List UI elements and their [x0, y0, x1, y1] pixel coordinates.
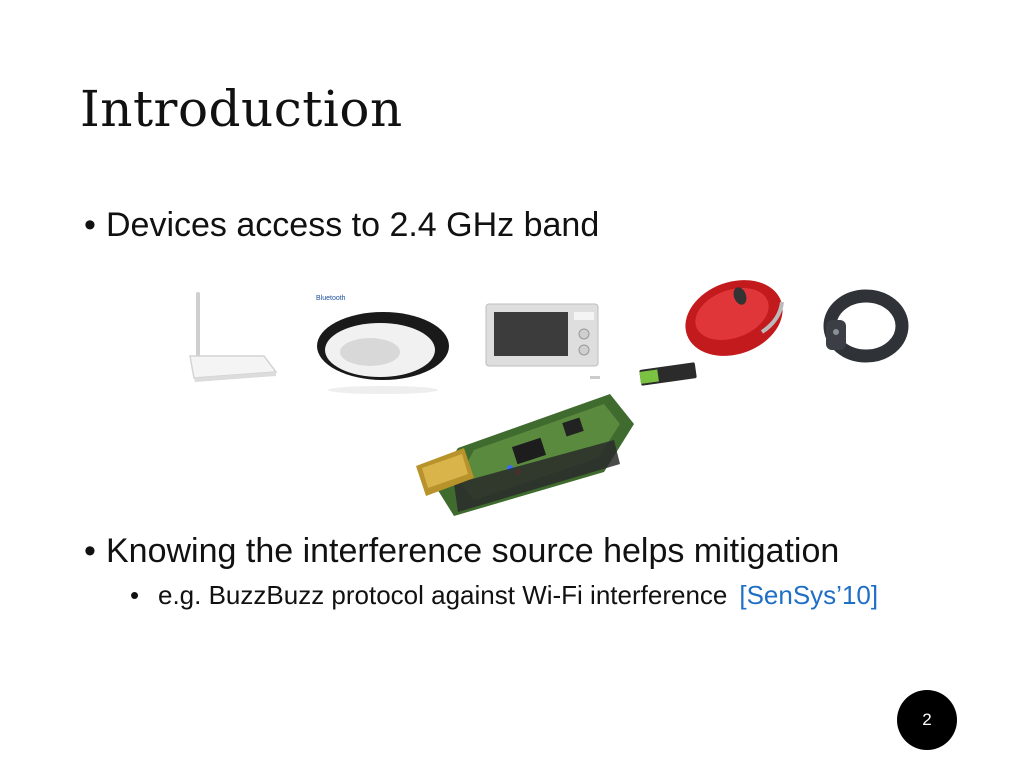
bullet-item: • Knowing the interference source helps m… — [84, 532, 839, 571]
bullet-dot: • — [84, 206, 96, 244]
bullet-text: Knowing the interference source helps mi… — [106, 532, 840, 570]
bluetooth-speaker-image: Bluetooth — [316, 295, 449, 394]
microwave-oven-image — [485, 303, 600, 379]
slide-title: Introduction — [80, 80, 403, 138]
sub-bullet-item: • e.g. BuzzBuzz protocol against Wi-Fi in… — [130, 580, 878, 611]
bullet-text: Devices access to 2.4 GHz band — [106, 206, 600, 244]
bullet-dot: • — [84, 532, 96, 570]
bullet-dot: • — [130, 580, 140, 610]
sub-bullet-text: e.g. BuzzBuzz protocol against Wi-Fi int… — [158, 580, 728, 610]
citation-link[interactable]: [SenSys’10] — [739, 580, 879, 610]
wifi-router-image — [189, 292, 278, 382]
svg-text:Bluetooth: Bluetooth — [316, 295, 346, 302]
page-number-badge: 2 — [897, 690, 957, 750]
wireless-mouse-image — [639, 280, 784, 386]
sensor-mote-image — [416, 394, 634, 516]
bullet-item: • Devices access to 2.4 GHz band — [84, 206, 599, 245]
fitness-band-image — [823, 289, 909, 363]
page-number: 2 — [922, 710, 932, 729]
